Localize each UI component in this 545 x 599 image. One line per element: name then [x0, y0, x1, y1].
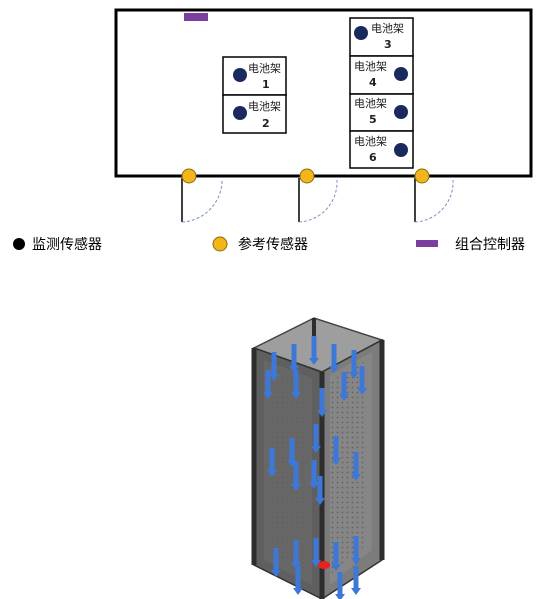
door-3	[414, 168, 454, 223]
rack-number: 6	[369, 151, 377, 164]
group-controller-marker	[184, 13, 208, 21]
airflow-arrow	[263, 370, 273, 399]
rack-number: 2	[262, 117, 270, 130]
cabinet-3d	[251, 317, 385, 599]
door-1	[181, 168, 223, 223]
monitor-sensor	[394, 105, 408, 119]
airflow-arrow	[351, 566, 361, 595]
rack-5: 电池架 5	[349, 93, 414, 132]
airflow-arrows	[263, 336, 367, 599]
legend-reference-dot	[212, 236, 228, 252]
airflow-arrow	[291, 370, 301, 399]
legend-controller-label: 组合控制器	[455, 237, 525, 253]
rack-label: 电池架	[354, 97, 387, 110]
legend-reference-label: 参考传感器	[238, 236, 308, 253]
airflow-arrow	[291, 540, 301, 569]
airflow-arrow	[287, 438, 297, 467]
legend-monitor-label: 监测传感器	[32, 236, 102, 253]
rack-number: 1	[262, 78, 270, 91]
airflow-arrow	[291, 462, 301, 491]
rack-1: 电池架 1	[222, 56, 287, 96]
airflow-arrow	[293, 566, 303, 595]
airflow-arrow	[357, 366, 367, 395]
monitor-sensor	[394, 67, 408, 81]
reference-sensor	[414, 168, 430, 184]
rack-2: 电池架 2	[222, 94, 287, 134]
rack-number: 3	[384, 38, 392, 51]
reference-sensor	[181, 168, 197, 184]
rack-3: 电池架 3	[349, 17, 414, 57]
airflow-arrow	[331, 436, 341, 465]
airflow-arrow	[351, 452, 361, 481]
airflow-arrow	[317, 388, 327, 417]
airflow-arrow	[271, 548, 281, 577]
airflow-arrow	[311, 538, 321, 567]
reference-sensor	[299, 168, 315, 184]
rack-label: 电池架	[371, 22, 404, 35]
sensor-spot	[318, 561, 330, 569]
airflow-arrow	[339, 372, 349, 401]
airflow-arrow	[349, 350, 359, 379]
airflow-arrow	[315, 476, 325, 505]
monitor-sensor	[354, 26, 368, 40]
rack-label: 电池架	[354, 60, 387, 73]
rack-4: 电池架 4	[349, 55, 414, 95]
rack-label: 电池架	[248, 100, 281, 113]
rack-number: 5	[369, 113, 377, 126]
airflow-arrow	[309, 460, 319, 489]
airflow-arrow	[309, 336, 319, 365]
rack-label: 电池架	[354, 135, 387, 148]
airflow-arrow	[331, 542, 341, 571]
rack-label: 电池架	[248, 62, 281, 75]
legend-controller-bar	[416, 240, 438, 247]
airflow-arrow	[329, 344, 339, 373]
legend-monitor-dot	[13, 238, 25, 250]
airflow-arrow	[311, 424, 321, 453]
rack-number: 4	[369, 76, 377, 89]
room-outline	[114, 8, 533, 178]
airflow-arrow	[351, 536, 361, 565]
monitor-sensor	[233, 106, 247, 120]
airflow-arrow	[269, 352, 279, 381]
airflow-arrow	[335, 572, 345, 599]
rack-6: 电池架 6	[349, 130, 414, 169]
door-2	[298, 168, 338, 223]
monitor-sensor	[394, 143, 408, 157]
airflow-arrow	[289, 344, 299, 373]
airflow-arrow	[267, 448, 277, 477]
legend: 监测传感器 参考传感器 组合控制器	[13, 236, 525, 253]
monitor-sensor	[233, 68, 247, 82]
